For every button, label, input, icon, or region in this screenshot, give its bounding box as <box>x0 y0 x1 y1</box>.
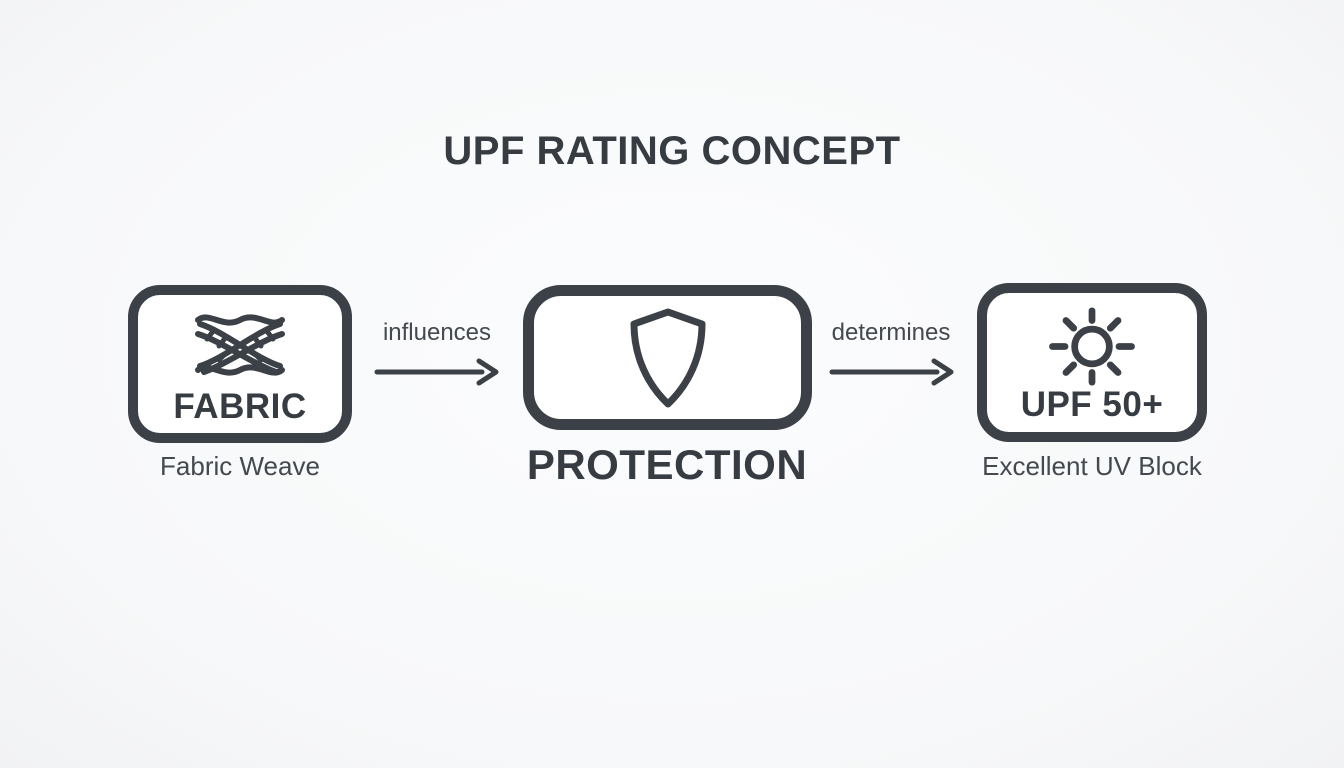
node-upf50-label: UPF 50+ <box>1020 385 1164 424</box>
node-protection-box <box>523 285 812 430</box>
node-protection-caption: PROTECTION <box>526 441 808 488</box>
arrow-right-icon <box>374 358 499 386</box>
sun-icon <box>1049 307 1135 386</box>
node-fabric-box: FABRIC <box>128 285 352 443</box>
arrow-right-icon <box>829 358 954 386</box>
shield-icon <box>630 308 705 407</box>
connector-influences-label: influences <box>382 319 492 346</box>
diagram-title: UPF RATING CONCEPT <box>443 129 901 173</box>
node-fabric-label: FABRIC <box>173 387 307 426</box>
fabric-weave-icon <box>195 314 285 376</box>
connector-determines-label: determines <box>831 319 951 346</box>
node-upf50-box: UPF 50+ <box>977 283 1207 442</box>
node-fabric-caption: Fabric Weave <box>160 451 320 481</box>
node-upf50-caption: Excellent UV Block <box>982 451 1202 481</box>
